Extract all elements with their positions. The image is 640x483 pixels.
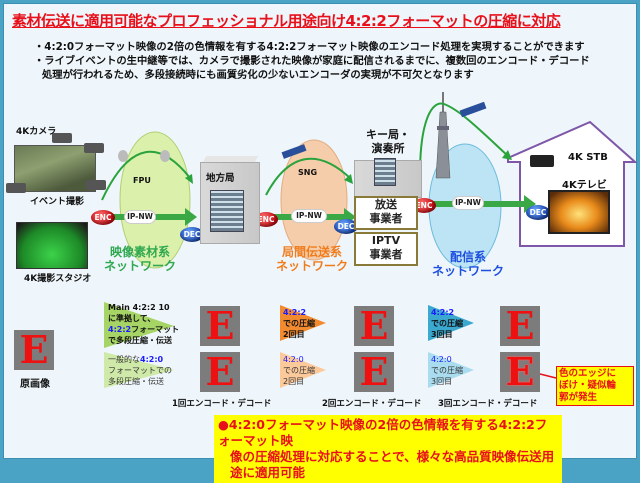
studio-photo bbox=[16, 222, 88, 269]
building-icon bbox=[210, 190, 244, 232]
key-station-label: キー局・ 演奏所 bbox=[366, 128, 410, 155]
tv-label: 4Kテレビ bbox=[562, 180, 607, 191]
bullet-2: ・ライブイベントの生中継等では、カメラで撮影された映像が家庭に配信されるまでに、… bbox=[34, 55, 590, 67]
flag-420-3-shape bbox=[428, 352, 474, 388]
fpu-antenna-icon bbox=[118, 150, 128, 162]
bullet-list: ・4:2:0フォーマット映像の2倍の色情報を有する4:2:2フォーマット映像のエ… bbox=[34, 40, 590, 82]
stb-icon bbox=[530, 155, 554, 167]
fpu-antenna-icon bbox=[160, 150, 170, 162]
event-label: イベント撮影 bbox=[30, 197, 85, 207]
ipnw-cloud-2: IP-NW bbox=[292, 210, 326, 222]
flag-422-main-shape bbox=[104, 302, 174, 348]
dec-badge-2: DEC bbox=[334, 219, 358, 234]
interstation-network-label: 局間伝送系 ネットワーク bbox=[276, 245, 349, 273]
camera-label: 4Kカメラ bbox=[16, 127, 57, 137]
fpu-arc-arrow bbox=[101, 150, 191, 201]
ipnw-cloud-1: IP-NW bbox=[125, 211, 155, 223]
bullet-1: ・4:2:0フォーマット映像の2倍の色情報を有する4:2:2フォーマット映像のエ… bbox=[34, 41, 585, 53]
bullet-2-cont: 処理が行われるため、多段接続時にも画質劣化の少ないエンコーダの実現が不可欠となり… bbox=[42, 69, 474, 81]
camera-icon bbox=[84, 143, 104, 153]
stage3-label: 3回エンコード・デコード bbox=[438, 399, 538, 409]
building-icon bbox=[374, 158, 396, 186]
stage1-422-e: E bbox=[200, 306, 240, 346]
flag-422-2-shape bbox=[280, 305, 326, 341]
stb-label: 4K STB bbox=[568, 152, 608, 163]
enc-badge-1: ENC bbox=[91, 210, 115, 225]
stage2-420-e: E bbox=[354, 352, 394, 392]
flag-420-2-shape bbox=[280, 352, 326, 388]
stage1-420-e: E bbox=[200, 352, 240, 392]
sng-arc-arrow bbox=[265, 157, 351, 196]
flag-422-3-shape bbox=[428, 305, 474, 341]
camera-icon bbox=[6, 183, 26, 193]
network-diagram bbox=[101, 92, 638, 379]
artifact-callout: 色のエッジに ぼけ・疑似輪 郭が発生 bbox=[556, 366, 634, 406]
summary-note: ●4:2:0フォーマット映像の2倍の色情報を有する4:2:2フォーマット映 像の… bbox=[214, 415, 562, 483]
original-image-e: E bbox=[14, 330, 54, 370]
stage3-420-e: E bbox=[500, 352, 540, 392]
slide-title: 素材伝送に適用可能なプロフェッショナル用途向け4:2:2フォーマットの圧縮に対応 bbox=[12, 12, 561, 30]
sng-label: SNG bbox=[298, 168, 318, 177]
broadcast-arc-arrow bbox=[419, 102, 509, 176]
broadcaster-box: 放送 事業者 bbox=[354, 196, 418, 230]
stage2-label: 2回エンコード・デコード bbox=[322, 399, 422, 409]
distribution-network-label: 配信系 ネットワーク bbox=[432, 250, 505, 278]
ipnw-cloud-3: IP-NW bbox=[453, 197, 483, 209]
interstation-network-ellipse bbox=[280, 139, 348, 261]
dec-badge-3: DEC bbox=[526, 205, 550, 220]
material-network-label: 映像素材系 ネットワーク bbox=[104, 245, 177, 273]
enc-badge-3: ENC bbox=[412, 198, 436, 213]
broadcast-tower-icon bbox=[435, 92, 451, 179]
studio-label: 4K撮影スタジオ bbox=[24, 274, 92, 284]
iptv-box: IPTV 事業者 bbox=[354, 232, 418, 266]
original-image-label: 原画像 bbox=[20, 379, 50, 390]
stage3-422-e: E bbox=[500, 306, 540, 346]
fpu-label: FPU bbox=[133, 176, 151, 185]
flag-422-2: 4:2:2 での圧縮 2回目 bbox=[283, 308, 315, 339]
flag-420-3: 4:2:0 での圧縮 3回目 bbox=[431, 355, 463, 386]
flag-422-3: 4:2:2 での圧縮 3回目 bbox=[431, 308, 463, 339]
flag-420-main-shape bbox=[104, 352, 174, 388]
event-photo bbox=[14, 145, 96, 192]
material-network-ellipse bbox=[119, 131, 191, 269]
local-station-label: 地方局 bbox=[206, 173, 235, 184]
flag-420-main: 一般的な4:2:0 フォーマットでの 多段圧縮・伝送 bbox=[108, 355, 172, 386]
camera-icon bbox=[86, 180, 106, 190]
enc-badge-2: ENC bbox=[254, 212, 278, 227]
tv-icon bbox=[548, 190, 610, 234]
stage2-422-e: E bbox=[354, 306, 394, 346]
flag-420-2: 4:2:0 での圧縮 2回目 bbox=[283, 355, 315, 386]
stage1-label: 1回エンコード・デコード bbox=[172, 399, 272, 409]
dec-badge-1: DEC bbox=[180, 227, 204, 242]
camera-icon bbox=[52, 133, 72, 143]
flag-422-main: Main 4:2:2 10 に準拠して、 4:2:2フォーマット で多段圧縮・伝… bbox=[108, 303, 180, 345]
